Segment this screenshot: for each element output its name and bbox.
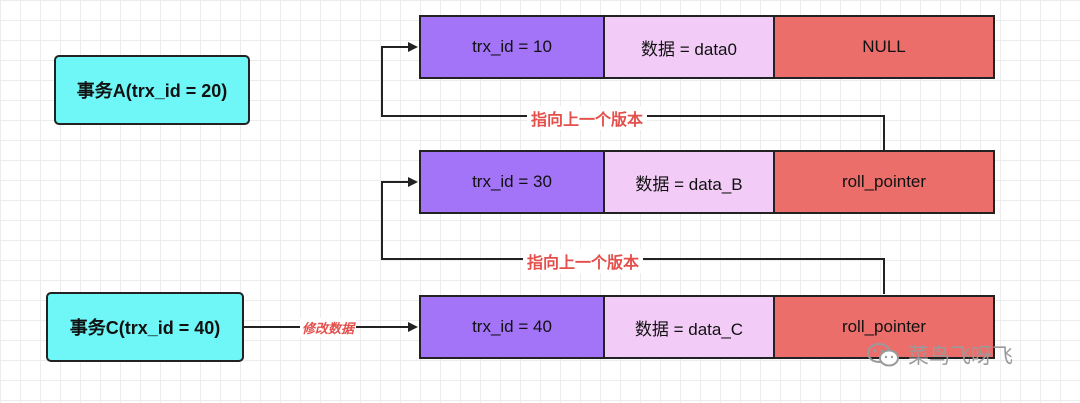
modify-data-label: 修改数据 <box>300 318 357 337</box>
version-row-3: trx_id = 40 数据 = data_C roll_pointer <box>419 295 995 359</box>
trx-id-cell: trx_id = 10 <box>421 17 605 77</box>
transaction-c-box: 事务C(trx_id = 40) <box>46 292 244 362</box>
trx-id-cell: trx_id = 40 <box>421 297 605 357</box>
wechat-icon <box>867 343 899 367</box>
watermark: 菜鸟飞呀飞 <box>866 340 1013 370</box>
watermark-text: 菜鸟飞呀飞 <box>908 345 1013 368</box>
arrow-v2-to-v1 <box>381 42 885 150</box>
data-cell: 数据 = data_C <box>605 297 775 357</box>
pointer-cell: roll_pointer <box>775 152 993 212</box>
transaction-c-label: 事务C(trx_id = 40) <box>69 318 221 338</box>
pointer-cell: NULL <box>775 17 993 77</box>
version-row-2: trx_id = 30 数据 = data_B roll_pointer <box>419 150 995 214</box>
pointer-cell: roll_pointer <box>775 297 993 357</box>
trx-id-cell: trx_id = 30 <box>421 152 605 212</box>
data-cell: 数据 = data_B <box>605 152 775 212</box>
data-cell: 数据 = data0 <box>605 17 775 77</box>
prev-version-label-1: 指向上一个版本 <box>527 106 648 130</box>
prev-version-label-2: 指向上一个版本 <box>523 249 644 273</box>
transaction-a-box: 事务A(trx_id = 20) <box>54 55 250 125</box>
transaction-a-label: 事务A(trx_id = 20) <box>76 81 228 101</box>
version-row-1: trx_id = 10 数据 = data0 NULL <box>419 15 995 79</box>
arrow-v3-to-v2 <box>381 177 885 294</box>
